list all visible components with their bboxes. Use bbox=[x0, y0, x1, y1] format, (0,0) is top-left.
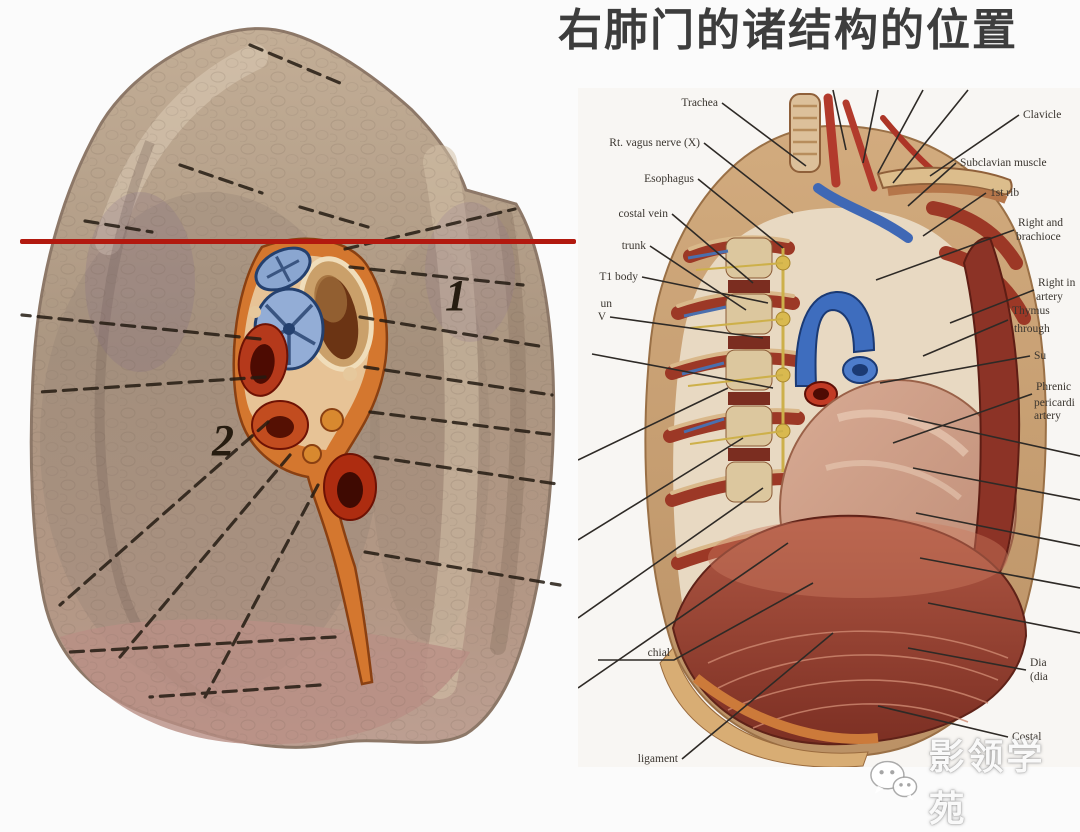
label-1st-rib: 1st rib bbox=[990, 187, 1019, 199]
left-anatomy-figure-lung-hilum: 1 2 bbox=[0, 22, 580, 797]
right-anatomy-figure-thorax: Trachea Rt. vagus nerve (X) Esophagus co… bbox=[578, 88, 1080, 767]
label-chial: chial bbox=[648, 647, 670, 659]
label-costal-vein: costal vein bbox=[619, 208, 669, 220]
figure-number-2: 2 bbox=[211, 416, 234, 465]
lymph-node bbox=[321, 409, 343, 431]
anatomy-slide: 1 2 右肺门的诸结构的位置 bbox=[0, 0, 1080, 810]
label-diaphragm-1: Dia bbox=[1030, 657, 1047, 669]
label-su: Su bbox=[1034, 350, 1046, 362]
label-thymus: Thymus bbox=[1012, 305, 1050, 317]
diaphragm bbox=[673, 516, 1026, 744]
label-esophagus: Esophagus bbox=[644, 173, 694, 185]
lymph-node bbox=[249, 306, 261, 318]
label-right-and: Right and bbox=[1018, 217, 1063, 229]
label-diaphragm-2: (dia bbox=[1030, 671, 1048, 683]
page-title: 右肺门的诸结构的位置 bbox=[558, 4, 1036, 58]
trachea bbox=[790, 94, 820, 172]
label-trachea: Trachea bbox=[681, 97, 718, 109]
lymph-node bbox=[303, 445, 321, 463]
label-through: through bbox=[1014, 323, 1050, 335]
label-t1-body: T1 body bbox=[599, 271, 638, 283]
label-right-internal: Right in bbox=[1038, 277, 1076, 289]
label-artery-1: artery bbox=[1036, 291, 1063, 303]
red-section-line bbox=[20, 239, 576, 244]
watermark: 影领学苑 bbox=[868, 728, 1080, 832]
label-pericardi: pericardi bbox=[1034, 397, 1075, 409]
label-clavicle: Clavicle bbox=[1023, 109, 1061, 121]
label-phrenic: Phrenic bbox=[1036, 381, 1071, 393]
label-artery-2: artery bbox=[1034, 410, 1061, 422]
label-trunk: trunk bbox=[622, 240, 647, 252]
label-ligament: ligament bbox=[638, 753, 679, 765]
figure-number-1: 1 bbox=[445, 271, 467, 320]
label-fragment-v: V bbox=[598, 311, 607, 323]
inferior-pulmonary-vein bbox=[324, 454, 376, 520]
label-fragment-un: un bbox=[601, 298, 613, 310]
pulmonary-artery-main bbox=[252, 401, 308, 449]
lymph-node bbox=[343, 367, 357, 381]
label-vagus-nerve: Rt. vagus nerve (X) bbox=[609, 137, 700, 149]
label-brachiocephalic: brachioce bbox=[1016, 231, 1061, 243]
watermark-text: 影领学苑 bbox=[929, 728, 1080, 832]
wechat-icon bbox=[868, 757, 919, 803]
label-subclavian-muscle: Subclavian muscle bbox=[960, 157, 1047, 169]
